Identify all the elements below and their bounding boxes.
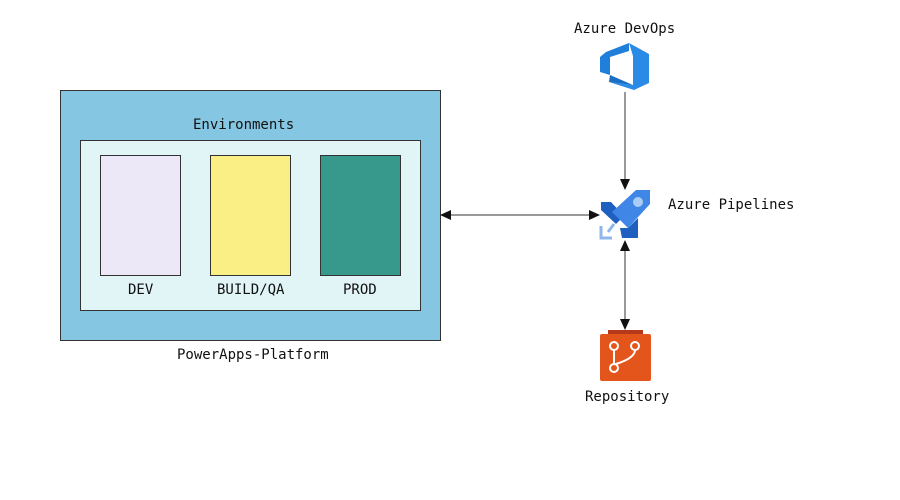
azure-devops-icon [600,43,649,90]
environment-prod-label: PROD [343,282,377,298]
environment-build-qa-label: BUILD/QA [217,282,285,298]
powerapps-platform-label: PowerApps-Platform [177,347,329,363]
environment-build-qa-box [210,155,291,276]
azure-devops-label: Azure DevOps [574,21,676,37]
devops-pipelines-connector [620,92,630,190]
repository-label: Repository [585,389,670,405]
azure-pipelines-icon [599,190,650,240]
environment-dev-box [100,155,181,276]
environment-prod-box [320,155,401,276]
azure-pipelines-label: Azure Pipelines [668,197,795,213]
environment-dev-label: DEV [128,282,154,298]
platform-pipelines-connector [440,210,600,220]
git-repository-icon [600,330,651,381]
pipelines-repository-connector [620,240,630,330]
environments-label: Environments [193,117,295,133]
